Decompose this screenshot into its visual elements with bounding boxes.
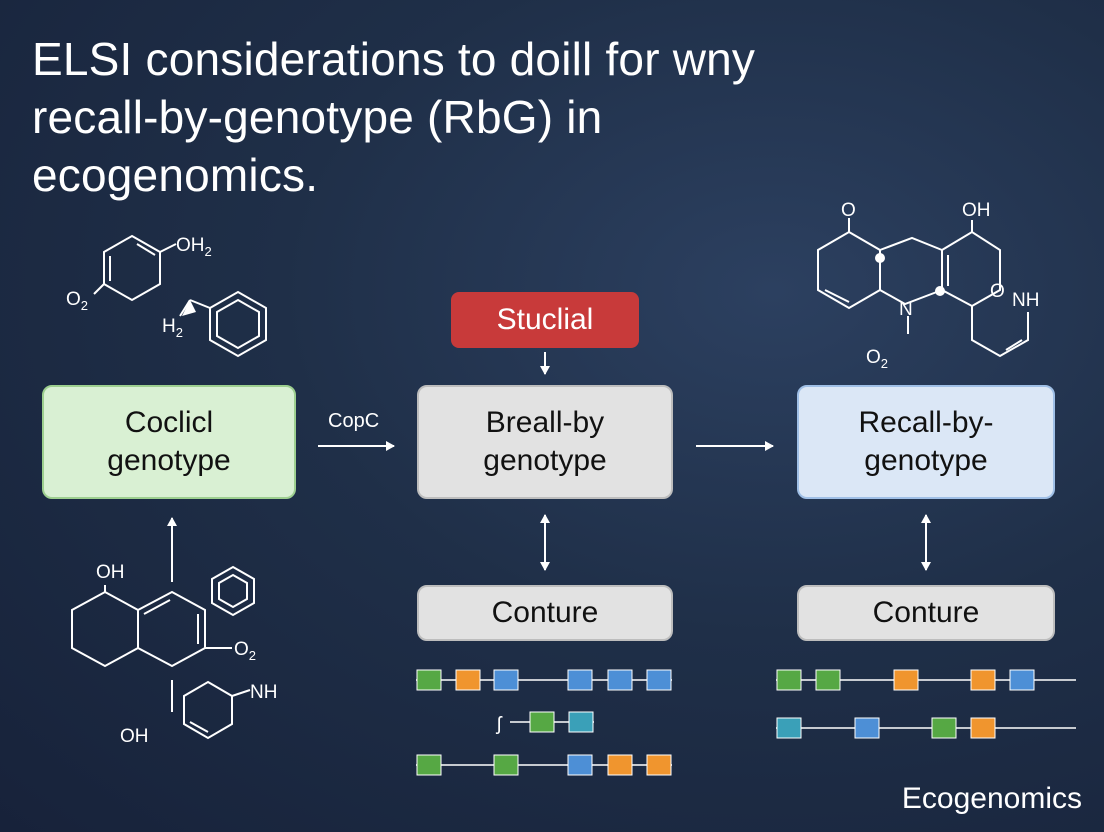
svg-text:O2: O2 [66, 289, 88, 313]
gene-segment [970, 717, 996, 739]
gene-segment [567, 754, 593, 776]
svg-text:NH: NH [1012, 290, 1039, 311]
gene-segment [893, 669, 919, 691]
stereo-dot [935, 286, 945, 296]
svg-text:NH: NH [250, 682, 277, 703]
molecule-bottom-left [71, 565, 255, 740]
wedge-bond [182, 300, 196, 316]
gene-segment [416, 754, 442, 776]
svg-text:OH: OH [120, 726, 149, 747]
box-right-line1: Recall-by- [858, 406, 994, 439]
conture-box-right: Conture [797, 585, 1055, 641]
svg-text:O2: O2 [234, 639, 256, 663]
box-left-line1: Coclicl [124, 406, 214, 439]
box-left-line2: genotype [107, 444, 231, 477]
gene-segment [568, 711, 594, 733]
gene-segment [931, 717, 957, 739]
gene-segment [416, 669, 442, 691]
title-line-2: recall-by-genotype (RbG) in [32, 91, 603, 143]
box-right-line2: genotype [864, 444, 988, 477]
chem-dots [182, 253, 945, 316]
arrow-label: CopC [328, 410, 380, 432]
recall-by-genotype-box: Recall-by- genotype [797, 385, 1055, 499]
gene-segment [529, 711, 555, 733]
gene-segment [1009, 669, 1035, 691]
gene-segment [607, 669, 633, 691]
gene-segment [493, 669, 519, 691]
box-middle-line2: genotype [483, 444, 607, 477]
gene-tracks: ʃ [416, 669, 1076, 776]
svg-text:H2: H2 [162, 316, 183, 340]
molecule-top-left [93, 234, 267, 358]
stereo-dot [875, 253, 885, 263]
box-middle-line1: Breall-by [485, 406, 605, 439]
title-line-3: ecogenomics. [32, 149, 319, 201]
gene-segment [854, 717, 880, 739]
diagram-title: ELSI considerations to doill for wny rec… [32, 30, 1072, 204]
breall-by-genotype-box: Breall-by genotype [417, 385, 673, 499]
gene-segment [776, 717, 802, 739]
footer-label: Ecogenomics [901, 782, 1082, 815]
gene-segment [970, 669, 996, 691]
squiggle-symbol: ʃ [495, 714, 503, 735]
gene-segment [455, 669, 481, 691]
svg-text:OH: OH [96, 562, 125, 583]
gene-segment [607, 754, 633, 776]
gene-segment [493, 754, 519, 776]
svg-text:O: O [990, 281, 1005, 302]
svg-text:OH2: OH2 [176, 235, 212, 259]
svg-text:N: N [899, 299, 913, 320]
coclicl-genotype-box: Coclicl genotype [42, 385, 296, 499]
svg-text:O: O [841, 200, 856, 221]
title-line-1: ELSI considerations to doill for wny [32, 33, 756, 85]
gene-segment [567, 669, 593, 691]
chem-labels: OH2 O2 H2 O OH N O NH O2 OH OH O2 NH [66, 200, 1039, 747]
svg-text:OH: OH [962, 200, 991, 221]
conture-box-middle: Conture [417, 585, 673, 641]
stuclial-tag: Stuclial [451, 292, 639, 348]
svg-text:O2: O2 [866, 347, 888, 371]
gene-segment [815, 669, 841, 691]
gene-segment [646, 669, 672, 691]
gene-segment [646, 754, 672, 776]
gene-segment [776, 669, 802, 691]
